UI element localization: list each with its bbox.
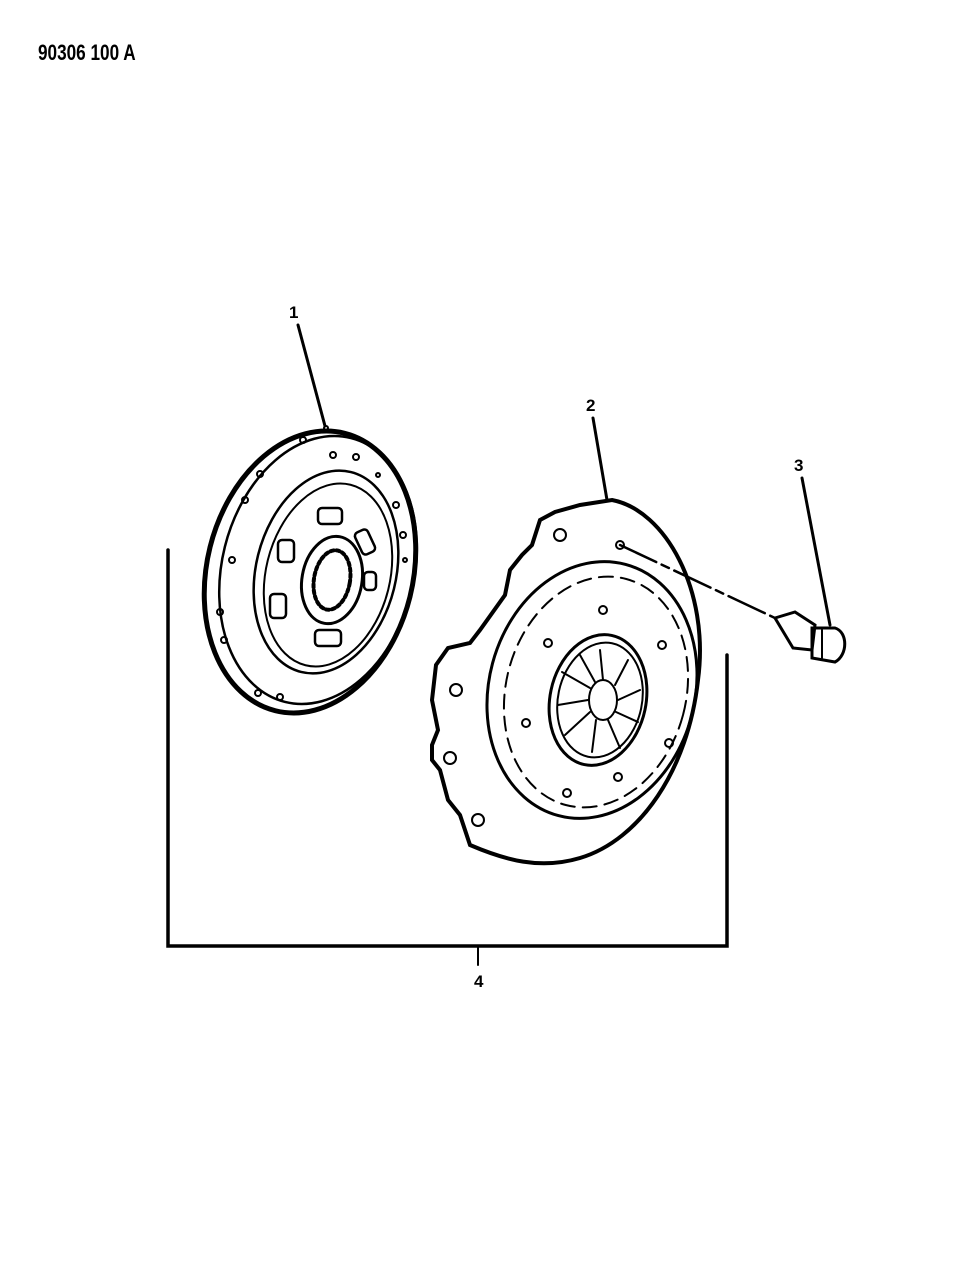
callout-1: 1 [289, 303, 299, 322]
leader-line-3 [800, 476, 832, 627]
callout-3: 3 [794, 456, 804, 475]
leader-line-2 [591, 416, 609, 502]
figure-code: 90306 100 A [38, 40, 136, 65]
callout-4: 4 [474, 972, 484, 991]
leader-line-1 [296, 323, 327, 428]
bolt [772, 610, 847, 664]
pressure-plate [429, 497, 702, 866]
kit-bracket [166, 548, 729, 948]
bolt-alignment-line [618, 543, 777, 620]
clutch-disc [201, 425, 419, 716]
callout-2: 2 [586, 396, 596, 415]
